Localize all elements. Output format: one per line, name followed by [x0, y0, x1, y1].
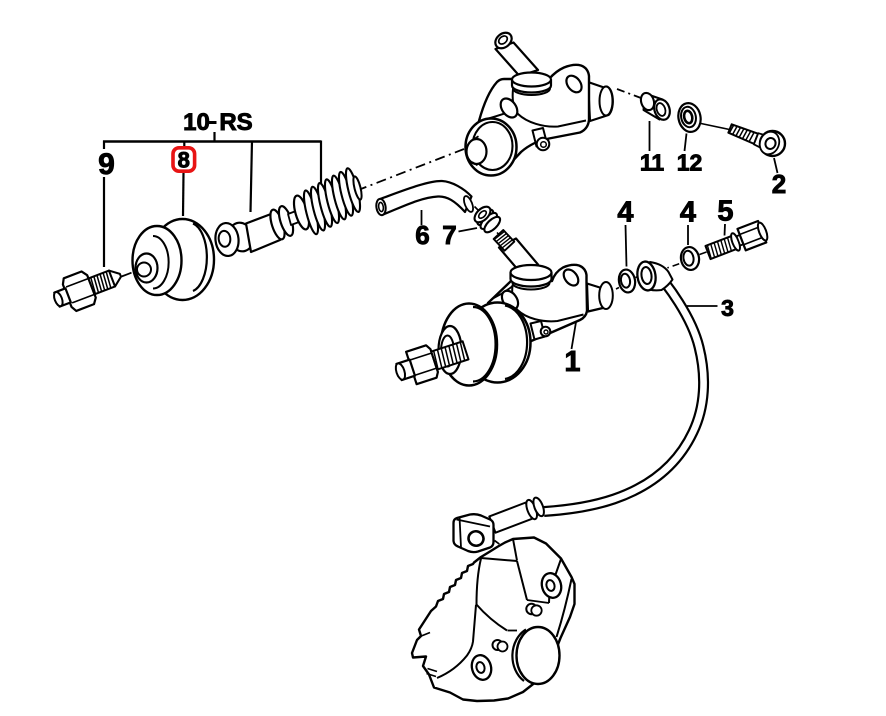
svg-text:4: 4 [617, 197, 633, 229]
svg-text:8: 8 [178, 148, 190, 173]
svg-text:5: 5 [717, 196, 733, 228]
svg-text:3: 3 [721, 295, 734, 321]
svg-text:10: 10 [183, 109, 210, 136]
svg-text:1: 1 [564, 346, 580, 378]
svg-text:RS: RS [219, 109, 252, 136]
svg-text:9: 9 [98, 148, 115, 181]
svg-text:4: 4 [680, 197, 696, 229]
svg-text:7: 7 [442, 220, 456, 250]
svg-text:12: 12 [677, 150, 703, 176]
svg-text:6: 6 [415, 220, 429, 250]
svg-text:2: 2 [772, 169, 786, 199]
svg-text:11: 11 [640, 150, 665, 176]
